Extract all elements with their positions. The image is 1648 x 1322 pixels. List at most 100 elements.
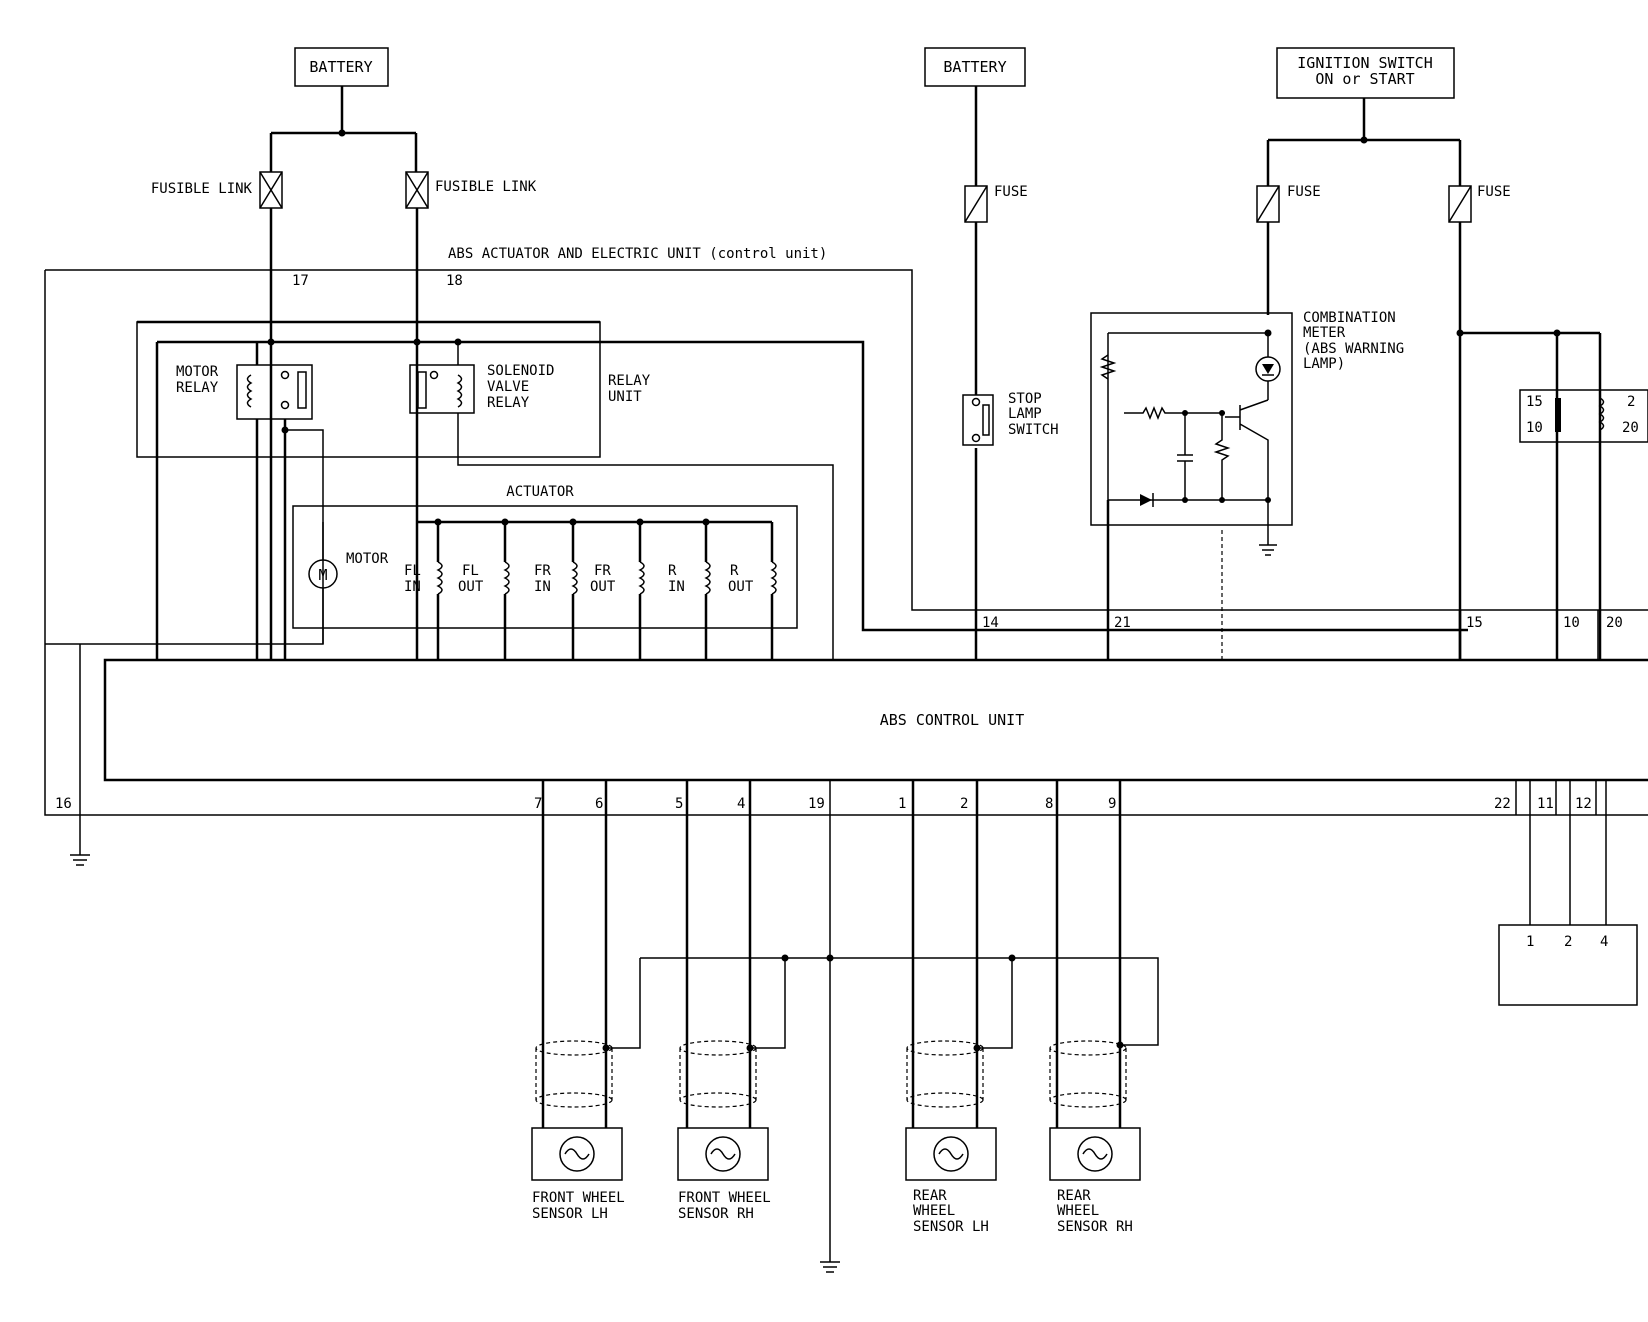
- svg-text:FUSE: FUSE: [1477, 184, 1511, 200]
- fuse-stop-lamp: FUSE: [964, 184, 1028, 223]
- abs-warning-lamp-led: [1255, 356, 1281, 382]
- right-relay: 15 10 2 20: [1519, 389, 1648, 443]
- battery-left: BATTERY: [294, 47, 389, 87]
- svg-text:FL: FL: [404, 563, 421, 579]
- pin-15: 15: [1466, 615, 1483, 631]
- svg-text:1: 1: [1526, 934, 1534, 950]
- pin-4: 4: [737, 796, 745, 812]
- pin-11: 11: [1537, 796, 1554, 812]
- solenoid-fl-in: FL IN: [404, 561, 443, 595]
- svg-text:WHEEL: WHEEL: [913, 1203, 955, 1219]
- svg-text:VALVE: VALVE: [487, 379, 529, 395]
- svg-text:FRONT WHEEL: FRONT WHEEL: [532, 1190, 625, 1206]
- pin-19: 19: [808, 796, 825, 812]
- svg-text:ABS CONTROL UNIT: ABS CONTROL UNIT: [880, 711, 1025, 729]
- pin-17: 17: [292, 273, 309, 289]
- rear-wheel-sensor-rh: REAR WHEEL SENSOR RH: [1049, 1127, 1141, 1235]
- svg-text:M: M: [318, 566, 327, 584]
- svg-text:FR: FR: [594, 563, 611, 579]
- pin-1: 1: [898, 796, 906, 812]
- svg-text:BATTERY: BATTERY: [309, 58, 372, 76]
- stop-lamp-switch: STOP LAMP SWITCH: [962, 391, 1059, 446]
- motor-relay: MOTOR RELAY: [176, 364, 313, 420]
- pin-16: 16: [55, 796, 72, 812]
- data-link-connector: 1 2 4: [1498, 924, 1638, 1006]
- pin-6: 6: [595, 796, 603, 812]
- front-wheel-sensor-rh: FRONT WHEEL SENSOR RH: [677, 1127, 771, 1222]
- shield-rl: [906, 1040, 984, 1108]
- battery-mid: BATTERY: [924, 47, 1026, 87]
- solenoid-fl-out: FL OUT: [458, 561, 510, 595]
- svg-text:LAMP: LAMP: [1008, 406, 1042, 422]
- solenoid-r-in: R IN: [668, 561, 711, 595]
- pin-2: 2: [960, 796, 968, 812]
- solenoid-fr-out: FR OUT: [590, 561, 645, 595]
- abs-control-unit: ABS CONTROL UNIT: [103, 658, 1648, 782]
- svg-text:IGNITION SWITCH: IGNITION SWITCH: [1297, 54, 1432, 72]
- svg-text:SOLENOID: SOLENOID: [487, 363, 554, 379]
- actuator-block: ACTUATOR: [292, 484, 798, 629]
- svg-text:FL: FL: [462, 563, 479, 579]
- pin-8: 8: [1045, 796, 1053, 812]
- svg-text:FUSE: FUSE: [1287, 184, 1321, 200]
- shield-rr: [1049, 1040, 1127, 1108]
- svg-text:4: 4: [1600, 934, 1608, 950]
- svg-text:(ABS WARNING: (ABS WARNING: [1303, 341, 1404, 357]
- svg-text:2: 2: [1564, 934, 1572, 950]
- svg-text:UNIT: UNIT: [608, 389, 642, 405]
- svg-text:SENSOR LH: SENSOR LH: [913, 1219, 989, 1235]
- svg-text:IN: IN: [534, 579, 551, 595]
- svg-text:RELAY: RELAY: [176, 380, 219, 396]
- svg-text:COMBINATION: COMBINATION: [1303, 310, 1396, 326]
- svg-text:REAR: REAR: [913, 1188, 947, 1204]
- pin-14: 14: [982, 615, 999, 631]
- svg-text:MOTOR: MOTOR: [346, 551, 389, 567]
- rear-wheel-sensor-lh: REAR WHEEL SENSOR LH: [905, 1127, 997, 1235]
- svg-text:STOP: STOP: [1008, 391, 1042, 407]
- svg-text:FR: FR: [534, 563, 551, 579]
- svg-text:FRONT WHEEL: FRONT WHEEL: [678, 1190, 771, 1206]
- svg-text:SENSOR RH: SENSOR RH: [1057, 1219, 1133, 1235]
- pin-22: 22: [1494, 796, 1511, 812]
- svg-text:R: R: [730, 563, 739, 579]
- svg-text:FUSIBLE LINK: FUSIBLE LINK: [435, 179, 537, 195]
- pin-20: 20: [1606, 615, 1623, 631]
- pin-21: 21: [1114, 615, 1131, 631]
- solenoid-valve-relay: SOLENOID VALVE RELAY: [409, 363, 554, 414]
- fuse-meter: FUSE: [1256, 184, 1321, 223]
- ignition-switch: IGNITION SWITCH ON or START: [1276, 47, 1455, 99]
- pin-18: 18: [446, 273, 463, 289]
- pin-9: 9: [1108, 796, 1116, 812]
- pin-10: 10: [1563, 615, 1580, 631]
- svg-text:FUSE: FUSE: [994, 184, 1028, 200]
- pin-12: 12: [1575, 796, 1592, 812]
- svg-text:ON or START: ON or START: [1315, 70, 1414, 88]
- solenoid-fr-in: FR IN: [534, 561, 578, 595]
- svg-text:BATTERY: BATTERY: [943, 58, 1006, 76]
- fuse-right: FUSE: [1448, 184, 1511, 223]
- svg-text:REAR: REAR: [1057, 1188, 1091, 1204]
- svg-text:15: 15: [1526, 394, 1543, 410]
- svg-text:OUT: OUT: [728, 579, 754, 595]
- svg-text:METER: METER: [1303, 325, 1346, 341]
- svg-text:OUT: OUT: [590, 579, 616, 595]
- abs-actuator-unit-label: ABS ACTUATOR AND ELECTRIC UNIT (control …: [448, 246, 827, 262]
- shield-fr: [679, 1040, 757, 1108]
- solenoid-r-out: R OUT: [728, 561, 777, 595]
- svg-text:R: R: [668, 563, 677, 579]
- svg-text:10: 10: [1526, 420, 1543, 436]
- front-wheel-sensor-lh: FRONT WHEEL SENSOR LH: [531, 1127, 625, 1222]
- shield-fl: [535, 1040, 613, 1108]
- svg-text:IN: IN: [668, 579, 685, 595]
- svg-text:RELAY: RELAY: [608, 373, 651, 389]
- svg-text:SENSOR LH: SENSOR LH: [532, 1206, 608, 1222]
- svg-text:IN: IN: [404, 579, 421, 595]
- svg-text:ACTUATOR: ACTUATOR: [506, 484, 574, 500]
- pin-7: 7: [534, 796, 542, 812]
- svg-text:WHEEL: WHEEL: [1057, 1203, 1099, 1219]
- svg-text:2: 2: [1627, 394, 1635, 410]
- fusible-link-right: FUSIBLE LINK: [405, 171, 537, 209]
- svg-text:MOTOR: MOTOR: [176, 364, 219, 380]
- svg-text:LAMP): LAMP): [1303, 356, 1345, 372]
